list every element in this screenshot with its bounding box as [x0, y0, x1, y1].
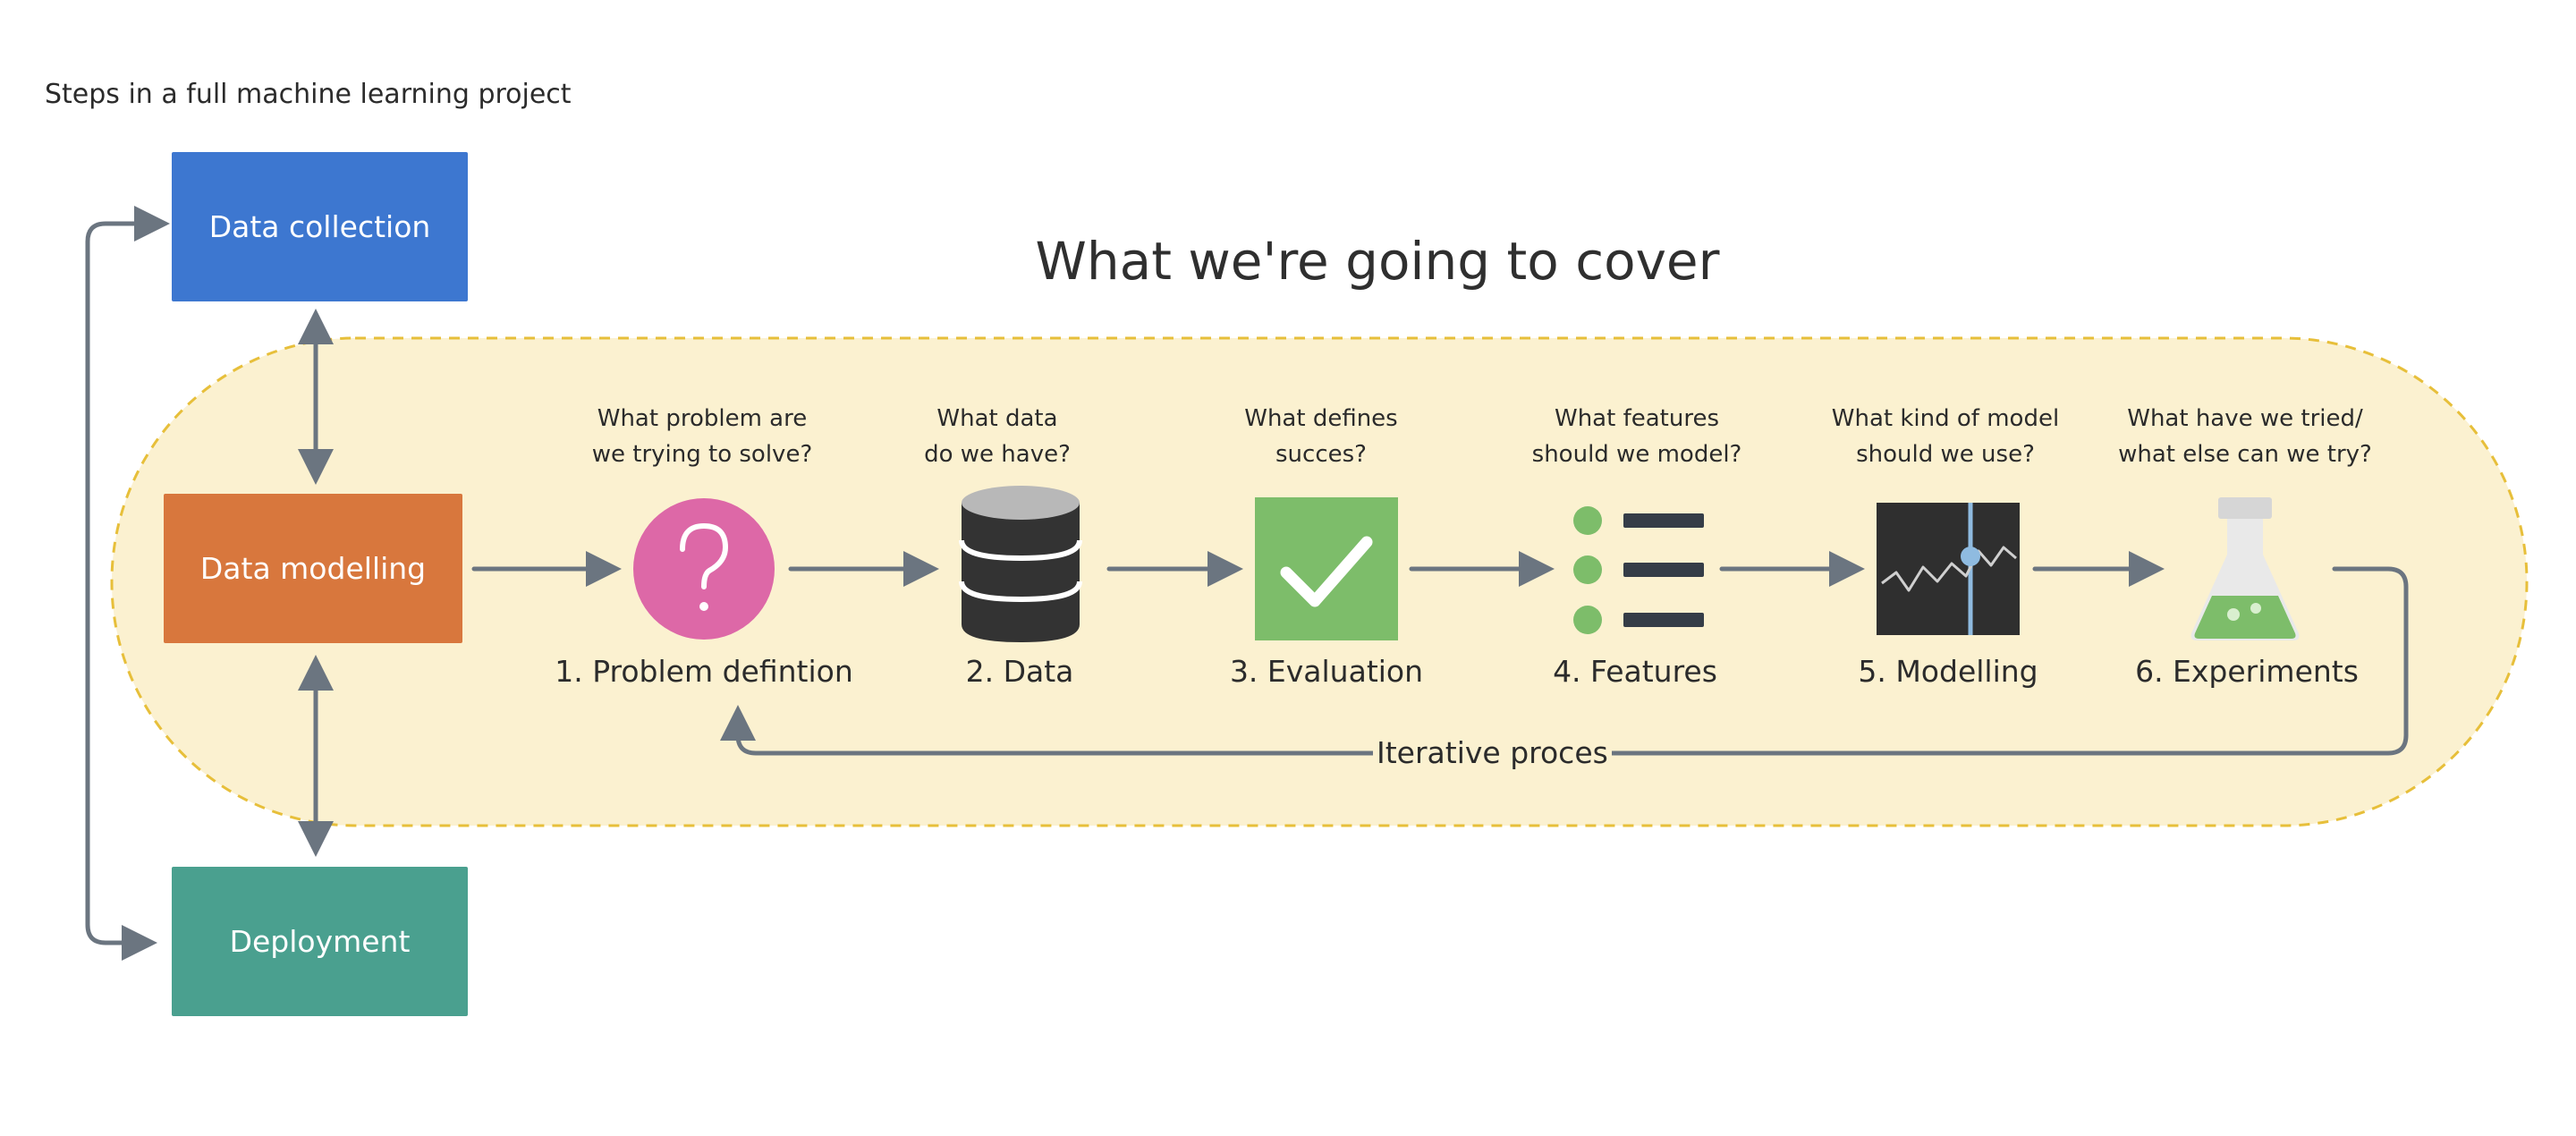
collection-deployment-loop-arrow — [85, 206, 170, 961]
checkmark-icon — [1255, 497, 1398, 640]
data-modelling-box: Data modelling — [164, 494, 462, 643]
question-icon — [633, 498, 775, 640]
flask-icon — [2190, 497, 2300, 640]
data-collection-label: Data collection — [208, 209, 431, 244]
step1-label: 1. Problem defintion — [555, 654, 853, 689]
step5-label: 5. Modelling — [1858, 654, 2038, 689]
iterative-process-label: Iterative proces — [1373, 735, 1612, 770]
step4-question: What features should we model? — [1531, 405, 1742, 468]
step6-question: What have we tried/ what else can we try… — [2118, 405, 2372, 468]
feature-list-icon — [1573, 506, 1704, 634]
data-collection-box: Data collection — [172, 152, 468, 301]
step2-question: What data do we have? — [924, 405, 1071, 468]
data-modelling-label: Data modelling — [199, 551, 427, 586]
step1-question: What problem are we trying to solve? — [591, 405, 813, 468]
step3-question: What defines succes? — [1244, 405, 1398, 468]
database-icon — [959, 486, 1082, 642]
step6-label: 6. Experiments — [2135, 654, 2359, 689]
cover-title: What we're going to cover — [1035, 231, 1720, 292]
iterative-loop-arrow — [720, 566, 2409, 756]
step4-label: 4. Features — [1553, 654, 1717, 689]
deployment-label: Deployment — [229, 924, 411, 959]
step3-label: 3. Evaluation — [1229, 654, 1424, 689]
step5-question: What kind of model should we use? — [1831, 405, 2060, 468]
page-title: Steps in a full machine learning project — [45, 79, 572, 110]
deployment-box: Deployment — [172, 867, 468, 1016]
model-chart-icon — [1877, 503, 2020, 635]
step2-label: 2. Data — [965, 654, 1074, 689]
